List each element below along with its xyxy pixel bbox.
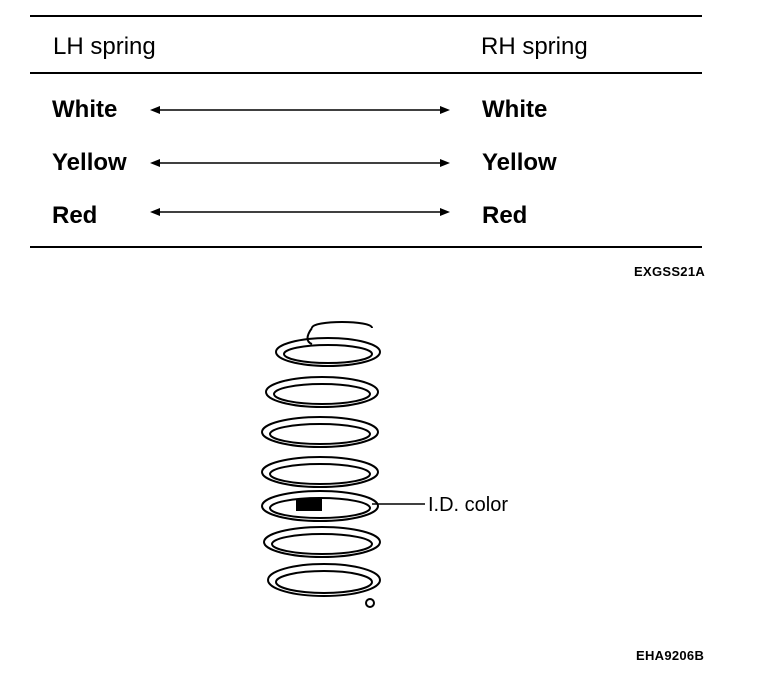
lh-color-white: White	[52, 96, 118, 123]
id-color-callout: I.D. color	[428, 494, 509, 516]
table-top-rule	[30, 15, 702, 17]
table-header-rule	[30, 72, 702, 74]
lh-color-yellow: Yellow	[52, 149, 127, 176]
lh-spring-header: LH spring	[53, 33, 156, 60]
rh-color-white: White	[482, 96, 548, 123]
id-color-band	[296, 499, 322, 511]
double-arrow-icon	[150, 208, 450, 216]
coil-spring-icon	[261, 321, 425, 608]
table-figure-code: EXGSS21A	[634, 264, 706, 279]
lh-color-red: Red	[52, 202, 98, 229]
double-arrow-icon	[150, 106, 450, 114]
illustration-figure-code: EHA9206B	[636, 648, 705, 663]
table-bottom-rule	[30, 246, 702, 248]
rh-color-yellow: Yellow	[482, 149, 557, 176]
rh-spring-header: RH spring	[481, 33, 588, 60]
double-arrow-icon	[150, 159, 450, 167]
rh-color-red: Red	[482, 202, 528, 229]
